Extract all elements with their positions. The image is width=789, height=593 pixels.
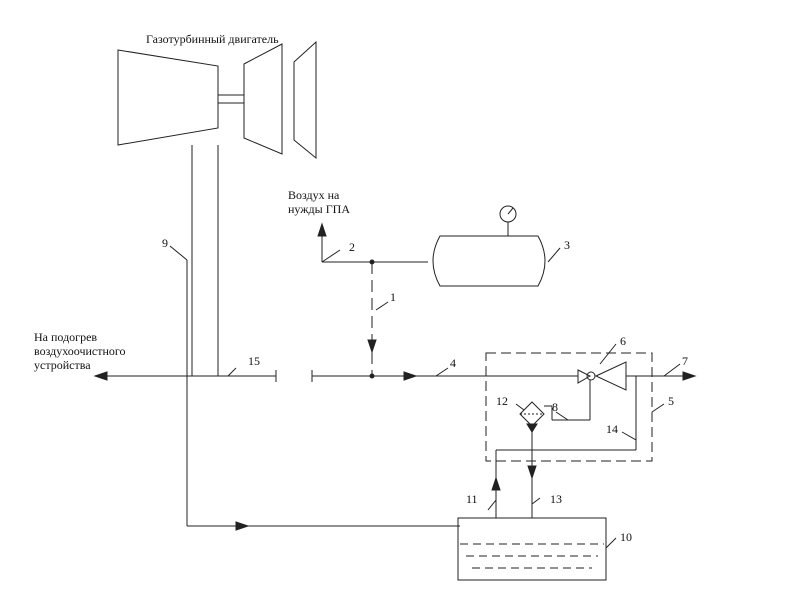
num-15: 15 — [248, 354, 260, 368]
ejector-diffuser — [594, 361, 627, 391]
gauge-needle — [507, 207, 514, 215]
separator-arrow — [526, 423, 538, 433]
num-3: 3 — [564, 238, 570, 252]
turbine-shape — [243, 43, 283, 155]
num-6: 6 — [620, 334, 626, 348]
air-arrow — [317, 222, 327, 237]
tank — [457, 517, 607, 581]
receiver — [432, 235, 546, 287]
air-label-2: нужды ГПА — [288, 202, 350, 216]
num-10: 10 — [620, 530, 632, 544]
num-1: 1 — [390, 290, 396, 304]
heat-label-1: На подогрев — [34, 330, 98, 344]
line-11-arrow — [491, 476, 501, 491]
num-14: 14 — [606, 422, 618, 436]
junction-1 — [369, 373, 375, 379]
line-13-arrow — [527, 465, 537, 480]
compressor-shape — [117, 49, 219, 146]
num-11: 11 — [466, 492, 478, 506]
unit-box — [485, 352, 653, 462]
num-5: 5 — [668, 394, 674, 408]
ejector-nozzle — [586, 371, 596, 381]
ejector — [577, 369, 592, 384]
heat-label-2: воздухоочистного — [34, 344, 126, 358]
heat-arrow — [93, 371, 108, 381]
num-4: 4 — [450, 356, 456, 370]
num-9: 9 — [162, 236, 168, 250]
num-7: 7 — [682, 354, 688, 368]
line-1-arrow — [367, 339, 377, 354]
num-13: 13 — [550, 492, 562, 506]
num-8: 8 — [552, 400, 558, 414]
num-12: 12 — [496, 394, 508, 408]
line-4-arrow — [403, 371, 418, 381]
engine-title: Газотурбинный двигатель — [146, 32, 279, 46]
line-9-arrow — [235, 521, 250, 531]
heat-label-3: устройства — [34, 358, 91, 372]
num-2: 2 — [349, 240, 355, 254]
power-turbine-shape — [293, 40, 317, 160]
gauge — [499, 205, 517, 223]
engine-shaft — [217, 94, 245, 104]
line-7-arrow — [682, 371, 697, 381]
air-label-1: Воздух на — [288, 188, 340, 202]
